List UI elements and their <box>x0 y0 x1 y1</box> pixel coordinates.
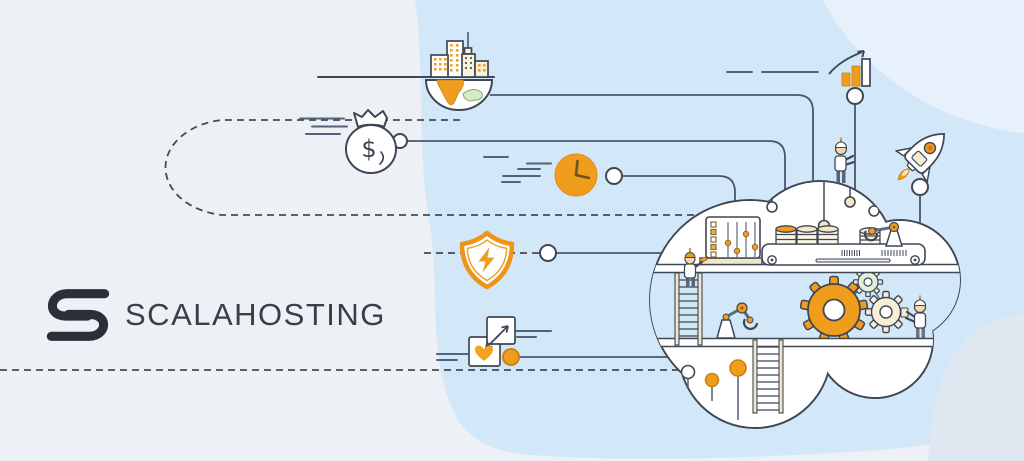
growth-chart-icon <box>828 50 871 87</box>
heart-icon <box>475 345 493 361</box>
currency-symbol: $ <box>361 135 376 163</box>
connector-dot-orange <box>502 348 520 366</box>
ladder-icon-lower <box>752 339 784 414</box>
cloud-factory-illustration <box>649 137 961 429</box>
sky-blob-light <box>822 0 1024 134</box>
robot-arm-icon-top <box>863 221 904 247</box>
worker-icon-ladder <box>683 247 708 287</box>
connector-globe <box>490 94 814 205</box>
connector-money <box>407 140 786 205</box>
pin-dots <box>680 359 747 420</box>
coin-stack-icon <box>775 225 797 245</box>
dashed-loop <box>164 119 700 216</box>
brand-name: SCALAHOSTING <box>125 297 386 332</box>
shield-lightning-icon <box>459 230 515 290</box>
connector-dot <box>911 178 929 196</box>
city-globe-icon <box>424 32 494 111</box>
globe-continent-green <box>462 89 483 102</box>
worker-icon-middle-floor <box>900 295 927 338</box>
building-windows <box>434 44 486 72</box>
location-pin-icon <box>704 372 720 388</box>
location-pin-icon <box>680 364 696 380</box>
speed-lines <box>299 71 819 361</box>
connector-dot <box>605 167 623 185</box>
hill-blob <box>928 314 1024 461</box>
connector-dot <box>846 87 864 105</box>
control-panel-icon <box>699 216 763 266</box>
lightning-bolt-icon <box>478 247 495 273</box>
scale-heart-icon <box>468 316 516 367</box>
connector-lines <box>407 94 921 358</box>
robot-arm-icon-middle <box>716 302 759 339</box>
scalahosting-logo-icon <box>46 289 110 341</box>
coin-stack-icon <box>817 225 839 245</box>
brand-lockup[interactable]: SCALAHOSTING <box>46 286 386 344</box>
building-windows-dark <box>465 57 472 69</box>
money-bag-icon: $ <box>345 109 397 174</box>
worker-icon-cloud-top <box>834 137 856 183</box>
dashed-route-lines <box>0 119 700 371</box>
location-pin-icon <box>729 359 747 377</box>
gear-icon-orange <box>799 275 869 344</box>
connector-dot <box>539 244 557 262</box>
coin-stack-icon <box>796 225 818 245</box>
conveyor-belt-icon <box>761 243 926 266</box>
clock-icon <box>554 153 598 197</box>
globe-continent-orange <box>436 79 464 106</box>
rocket-icon <box>895 133 945 183</box>
gear-icon-cream <box>864 290 908 334</box>
connector-clock <box>622 175 736 215</box>
